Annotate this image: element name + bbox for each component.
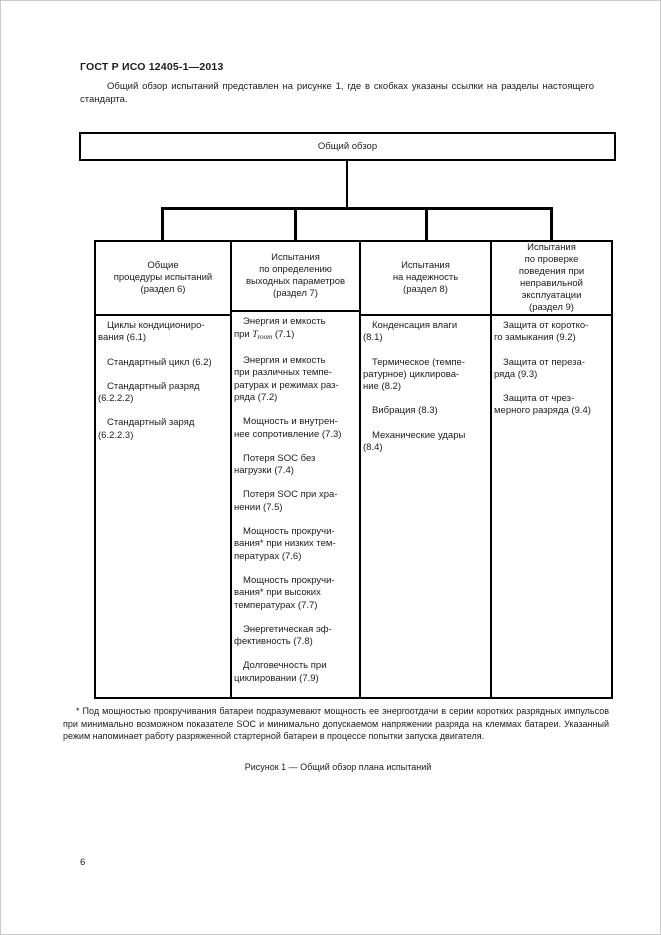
column-header: Испытания по проверке поведения при непр… (492, 242, 611, 316)
column-body: Защита от коротко- го замыкания (9.2) За… (492, 316, 611, 697)
diagram-item: Долговечность при циклировании (7.9) (234, 660, 327, 684)
diagram-item: Конденсация влаги (8.1) (363, 320, 458, 344)
root-node-label: Общий обзор (317, 141, 378, 152)
diagram-item: Защита от коротко- го замыкания (9.2) (494, 320, 589, 344)
figure-footnote: * Под мощностью прокручивания батареи по… (63, 706, 609, 741)
diagram-item: Вибрация (8.3) (372, 405, 438, 417)
column-body: Конденсация влаги (8.1) Термическое (тем… (361, 316, 490, 697)
diagram-item: Циклы кондициониро- вания (6.1) (98, 320, 205, 344)
diagram-item: Потеря SOC без нагрузки (7.4) (234, 452, 316, 477)
temperature-subscript: room (257, 332, 273, 341)
column-header: Испытания по определению выходных параме… (232, 242, 359, 313)
figure-caption: Рисунок 1 — Общий обзор плана испытаний (244, 762, 432, 772)
diagram-item: Стандартный заряд (6.2.2.3) (98, 417, 195, 441)
connector-stem-line (346, 161, 348, 208)
column-body: Циклы кондициониро- вания (6.1) Стандарт… (96, 316, 230, 697)
column-body: Энергия и емкость при Troom (7.1) Энерги… (232, 312, 359, 697)
column-header: Общие процедуры испытаний (раздел 6) (96, 242, 230, 316)
column-abuse-tests: Испытания по проверке поведения при непр… (490, 242, 611, 697)
diagram-item: Термическое (темпе- ратурное) циклирова-… (363, 356, 465, 393)
column-header: Испытания на надежность (раздел 8) (361, 242, 490, 316)
doc-standard-number: ГОСТ Р ИСО 12405-1—2013 (80, 61, 224, 73)
connector-drop-line (161, 207, 164, 240)
diagram-item: Механические удары (8.4) (363, 429, 466, 454)
diagram-table: Общие процедуры испытаний (раздел 6) Цик… (94, 240, 613, 699)
item-text: (7.1) (272, 328, 295, 340)
diagram-item: Защита от чрез- мерного разряда (9.4) (494, 393, 591, 417)
column-reliability-tests: Испытания на надежность (раздел 8) Конде… (359, 242, 490, 697)
page-number: 6 (80, 857, 86, 868)
diagram-item: Мощность и внутрен- нее сопротивление (7… (234, 416, 342, 440)
root-node-box: Общий обзор (79, 132, 616, 161)
diagram-item: Энергетическая эф- фективность (7.8) (234, 623, 332, 648)
diagram-item: Мощность прокручи- вания* при низких тем… (234, 526, 336, 562)
diagram-item: Потеря SOC при хра- нении (7.5) (234, 489, 338, 513)
diagram-item: Энергия и емкость при различных темпе- р… (234, 355, 339, 403)
diagram-item: Мощность прокручи- вания* при высоких те… (234, 574, 335, 611)
connector-horizontal-bar (161, 207, 553, 210)
item-text: Энергия и емкость при (234, 316, 326, 340)
diagram-item: Стандартный цикл (6.2) (107, 356, 212, 368)
diagram-item: Защита от переза- ряда (9.3) (494, 356, 585, 380)
connector-drop-line (425, 207, 428, 240)
column-output-parameters: Испытания по определению выходных параме… (230, 242, 359, 697)
diagram-item: Стандартный разряд (6.2.2.2) (98, 380, 200, 405)
diagram-item-energy-troom: Энергия и емкость при Troom (7.1) (234, 316, 357, 343)
temperature-variable: T (252, 329, 258, 340)
connector-drop-line (294, 207, 297, 240)
intro-paragraph: Общий обзор испытаний представлен на рис… (80, 81, 594, 105)
connector-drop-line (550, 207, 553, 240)
column-general-procedures: Общие процедуры испытаний (раздел 6) Цик… (96, 242, 230, 697)
